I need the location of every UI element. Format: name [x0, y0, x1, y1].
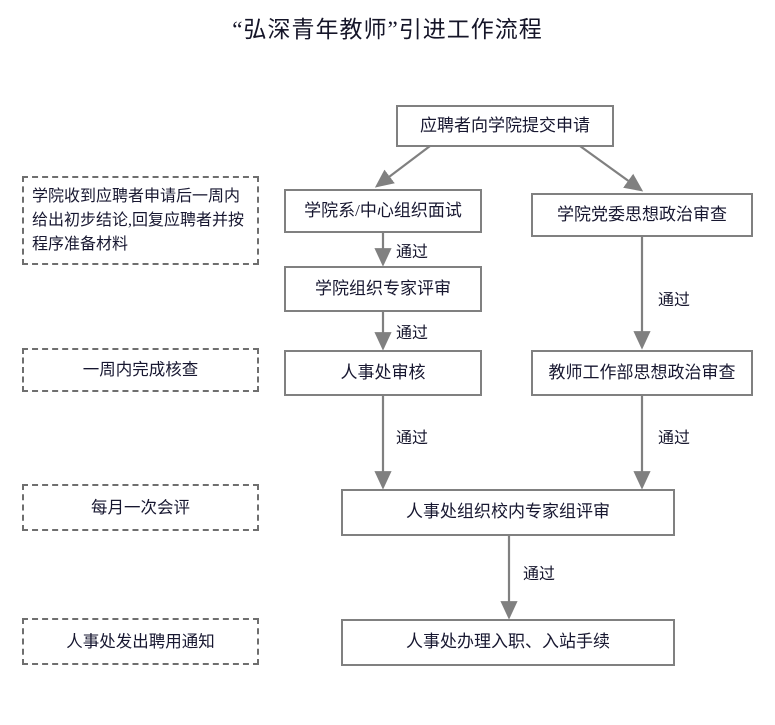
note-one-week-check: 一周内完成核查	[22, 348, 259, 392]
note-one-week-reply: 学院收到应聘者申请后一周内给出初步结论,回复应聘者并按程序准备材料	[22, 176, 259, 265]
edge-label-pass-hr-to-panel: 通过	[396, 430, 429, 447]
node-hr-check[interactable]: 人事处审核	[284, 350, 482, 396]
edge-label-pass-teacher-dept-to-panel: 通过	[658, 430, 691, 447]
node-apply[interactable]: 应聘者向学院提交申请	[396, 105, 614, 147]
edge-label-pass-panel-to-onboarding: 通过	[523, 566, 556, 583]
node-interview[interactable]: 学院系/中心组织面试	[284, 189, 482, 233]
node-hr-campus-expert-panel[interactable]: 人事处组织校内专家组评审	[341, 489, 675, 536]
edge-apply-to-party-review	[579, 145, 644, 192]
node-party-political-review[interactable]: 学院党委思想政治审查	[531, 193, 753, 237]
note-monthly-review: 每月一次会评	[22, 484, 259, 531]
node-teacher-dept-political-review[interactable]: 教师工作部思想政治审查	[531, 350, 753, 396]
edge-label-pass-party-to-teacher-dept: 通过	[658, 292, 691, 309]
page-title: “弘深青年教师”引进工作流程	[232, 17, 543, 42]
note-offer-notice: 人事处发出聘用通知	[22, 618, 259, 665]
edge-label-pass-interview-to-expert: 通过	[396, 244, 429, 261]
node-hr-onboarding[interactable]: 人事处办理入职、入站手续	[341, 619, 675, 666]
node-college-expert-review[interactable]: 学院组织专家评审	[284, 266, 482, 312]
edge-label-pass-expert-to-hr: 通过	[396, 325, 429, 342]
edge-apply-to-interview	[374, 145, 431, 188]
